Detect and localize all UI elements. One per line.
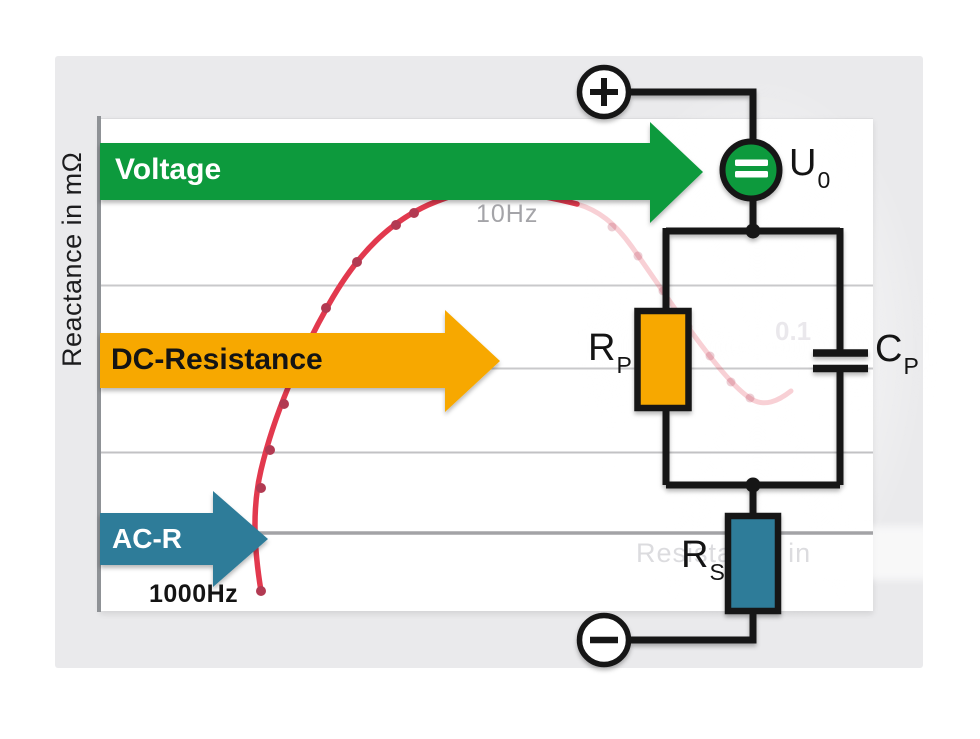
curve-data-points <box>251 208 419 596</box>
u0-symbol: U <box>789 142 817 184</box>
voltage-arrow-label: Voltage <box>115 153 222 186</box>
curve-dot <box>726 377 736 387</box>
equivalent-circuit <box>576 64 868 668</box>
positive-terminal <box>576 64 632 120</box>
plus-icon <box>590 78 618 106</box>
curve-dot <box>352 257 362 267</box>
frequency-label-1000hz: 1000Hz <box>149 580 239 608</box>
voltage-arrow <box>100 122 703 223</box>
capacitor-cp-symbol <box>813 349 868 373</box>
curve-dot <box>745 393 755 403</box>
curve-dot <box>633 251 643 261</box>
curve-dot <box>256 586 266 596</box>
cp-label: CP <box>875 328 919 378</box>
curve-dot <box>256 483 266 493</box>
source-voltage-label: U0 <box>789 142 830 192</box>
cp-subscript: P <box>903 352 919 379</box>
rs-label: RS <box>681 534 725 584</box>
curve-right-branch-faded <box>574 201 794 406</box>
dc-resistance-arrow-label: DC-Resistance <box>111 343 323 376</box>
y-axis-label: Reactance in mΩ <box>57 151 87 367</box>
curve-dot <box>265 445 275 455</box>
curve-left-branch <box>252 188 580 594</box>
dc-equals-icon <box>735 159 768 178</box>
cp-symbol: C <box>875 328 903 370</box>
junction-node-bottom <box>745 477 761 493</box>
faded-tick-value: 0.1 <box>775 316 812 346</box>
curve-dot <box>705 351 715 361</box>
frequency-label-10hz: 10Hz <box>476 200 539 228</box>
dc-resistance-arrow <box>100 310 500 412</box>
curve-dot <box>607 222 617 232</box>
annotation-arrows <box>100 122 703 587</box>
dc-source-u0 <box>719 138 783 202</box>
curve-dot <box>321 303 331 313</box>
negative-terminal <box>576 612 632 668</box>
rs-subscript: S <box>709 558 725 585</box>
rp-subscript: P <box>616 351 632 378</box>
junction-node-top <box>745 223 761 239</box>
rp-label: RP <box>588 327 632 377</box>
curve-dot <box>279 399 289 409</box>
resistor-rp <box>634 307 692 412</box>
resistor-rs <box>724 512 782 615</box>
curve-dot <box>391 220 401 230</box>
rs-symbol: R <box>681 534 709 576</box>
curve-dot <box>409 208 419 218</box>
rp-symbol: R <box>588 327 616 369</box>
ac-r-arrow <box>100 491 268 587</box>
u0-subscript: 0 <box>817 166 831 193</box>
ac-r-arrow-label: AC-R <box>112 523 182 554</box>
